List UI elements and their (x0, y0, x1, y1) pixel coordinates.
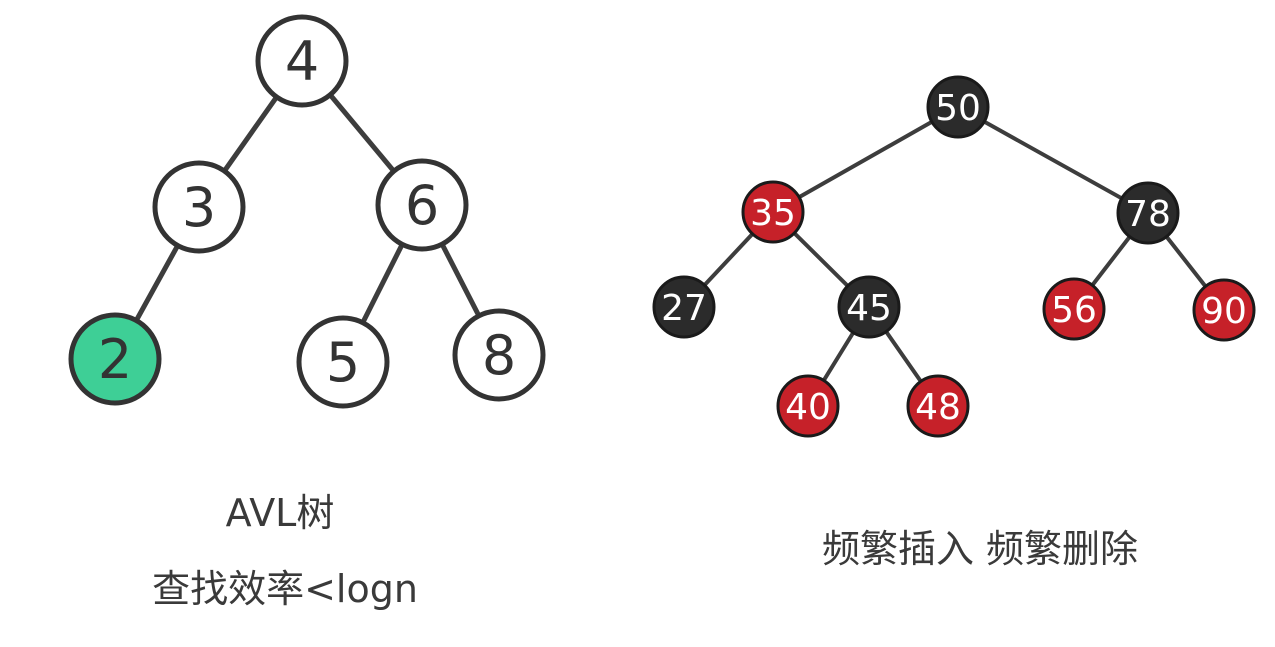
rb-node-circle (1192, 278, 1256, 342)
avl-node-5: 5 (296, 315, 390, 409)
rb-node-circle (837, 275, 901, 339)
avl-node-label: 3 (182, 176, 216, 239)
rb-node-circle (741, 180, 805, 244)
avl-node-label: 5 (326, 331, 360, 394)
rb-edge-50-78 (956, 105, 1150, 215)
avl-node-6: 6 (375, 158, 469, 252)
rb-node-90-red: 90 (1192, 278, 1256, 342)
red-black-tree-caption: 频繁插入 频繁删除 (821, 527, 1139, 571)
avl-node-circle (296, 315, 390, 409)
rb-node-label: 78 (1125, 194, 1171, 235)
rb-node-label: 48 (915, 387, 961, 428)
rb-node-35-red: 35 (741, 180, 805, 244)
avl-node-label: 8 (482, 324, 516, 387)
avl-node-label: 4 (285, 30, 319, 93)
rb-node-circle (906, 374, 970, 438)
rb-node-label: 90 (1201, 291, 1247, 332)
rb-node-circle (776, 374, 840, 438)
rb-node-27-black: 27 (652, 275, 716, 339)
avl-node-circle (375, 158, 469, 252)
avl-node-4: 4 (255, 14, 349, 108)
avl-node-circle (255, 14, 349, 108)
rb-node-label: 50 (935, 88, 981, 129)
rb-node-circle (652, 275, 716, 339)
avl-tree: 4 3 6 2 5 8 (68, 14, 546, 409)
rb-node-78-black: 78 (1116, 181, 1180, 245)
avl-node-label: 6 (405, 174, 439, 237)
avl-node-circle (68, 312, 162, 406)
rb-node-45-black: 45 (837, 275, 901, 339)
rb-node-48-red: 48 (906, 374, 970, 438)
rb-node-label: 35 (750, 193, 796, 234)
avl-node-3: 3 (152, 160, 246, 254)
rb-node-circle (926, 75, 990, 139)
rb-node-label: 40 (785, 387, 831, 428)
rb-node-56-red: 56 (1042, 277, 1106, 341)
rb-node-label: 45 (846, 288, 892, 329)
avl-node-label: 2 (98, 328, 132, 391)
red-black-tree: 50 35 78 27 45 56 90 40 48 (652, 75, 1256, 438)
rb-edge-50-35 (771, 105, 960, 214)
avl-tree-caption-subtitle: 查找效率<logn (152, 567, 418, 611)
avl-node-2: 2 (68, 312, 162, 406)
avl-tree-caption-title: AVL树 (225, 491, 335, 535)
avl-node-circle (452, 308, 546, 402)
rb-node-label: 27 (661, 288, 707, 329)
red-black-tree-edges (682, 105, 1226, 408)
avl-tree-nodes: 4 3 6 2 5 8 (68, 14, 546, 409)
avl-node-circle (152, 160, 246, 254)
rb-node-40-red: 40 (776, 374, 840, 438)
rb-node-circle (1116, 181, 1180, 245)
avl-node-8: 8 (452, 308, 546, 402)
rb-node-label: 56 (1051, 290, 1097, 331)
rb-node-50-black: 50 (926, 75, 990, 139)
rb-node-circle (1042, 277, 1106, 341)
red-black-tree-nodes: 50 35 78 27 45 56 90 40 48 (652, 75, 1256, 438)
